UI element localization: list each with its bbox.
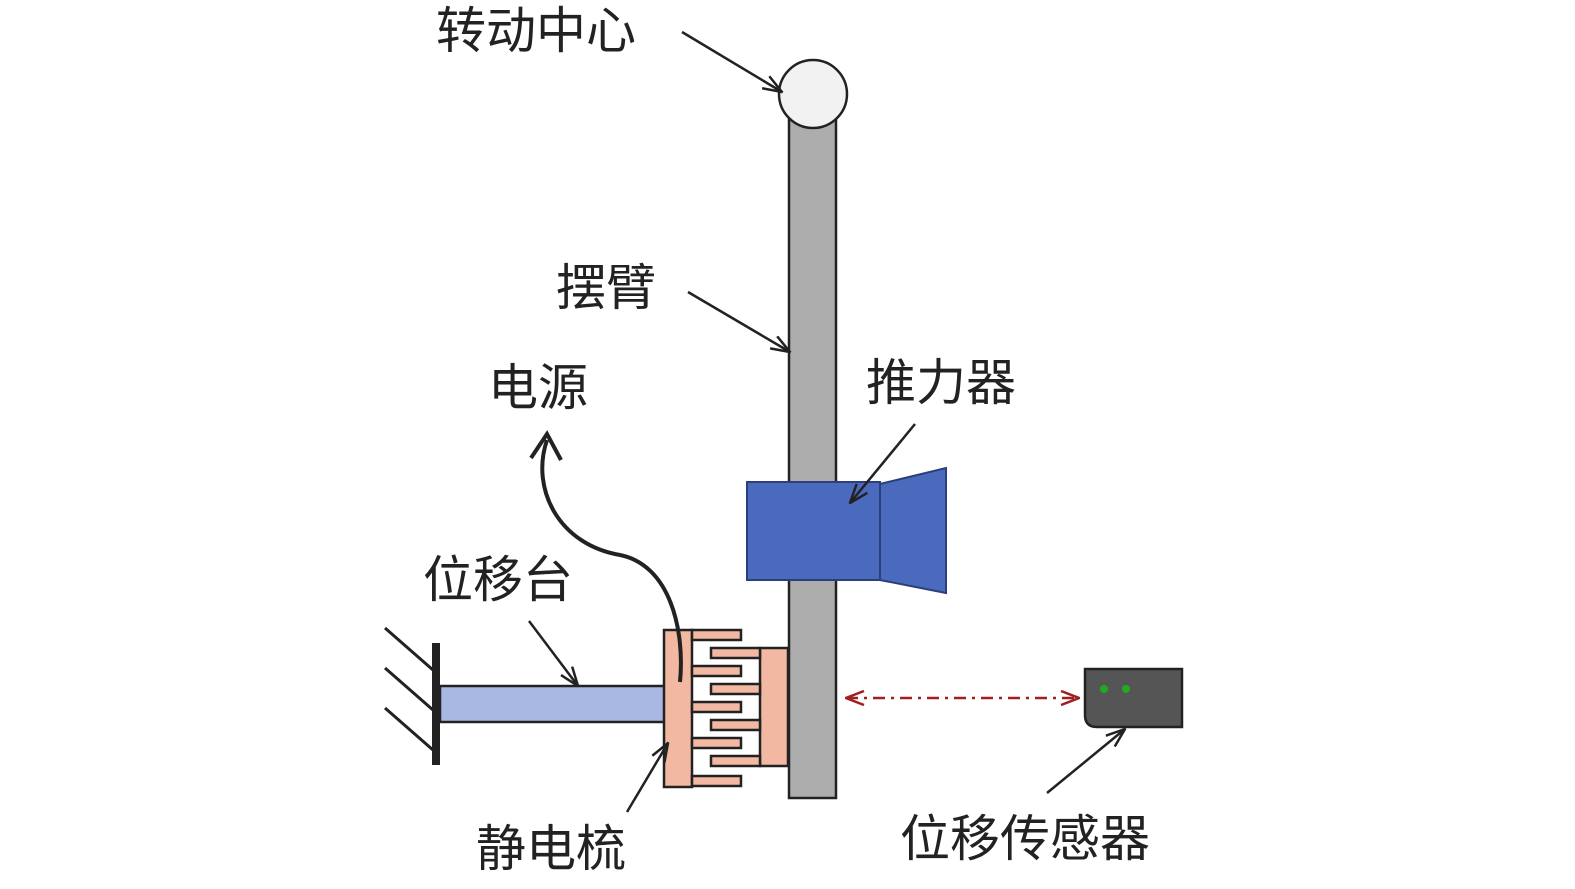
label-displacement-stage: 位移台 <box>423 551 573 609</box>
arrow-displacement-stage <box>528 620 578 686</box>
sensor-led-2 <box>1122 685 1130 693</box>
swing-arm <box>787 108 838 800</box>
displacement-stage-rod <box>438 684 668 724</box>
label-power-supply: 电源 <box>488 359 588 417</box>
electrostatic-comb <box>662 628 790 789</box>
sensor-led-1 <box>1100 685 1108 693</box>
thruster-nozzle <box>879 466 947 595</box>
thruster-body <box>746 481 881 581</box>
label-electrostatic-comb: 静电梳 <box>476 820 626 878</box>
thruster <box>746 466 947 595</box>
arrow-swing-arm <box>687 290 790 352</box>
fixed-wall <box>384 626 440 765</box>
power-cable <box>540 439 683 683</box>
label-thruster: 推力器 <box>866 354 1016 412</box>
label-displacement-sensor: 位移传感器 <box>900 810 1150 868</box>
arrow-electrostatic-comb <box>625 743 668 813</box>
arrow-thruster <box>850 423 916 503</box>
power-cable-arrowhead <box>529 430 563 461</box>
label-rotation-center: 转动中心 <box>436 2 636 60</box>
displacement-sensor <box>1083 667 1184 729</box>
rotation-center-pivot <box>777 58 849 130</box>
label-swing-arm: 摆臂 <box>556 259 656 317</box>
arrow-displacement-sensor <box>1046 729 1125 794</box>
arrow-rotation-center <box>681 30 782 92</box>
